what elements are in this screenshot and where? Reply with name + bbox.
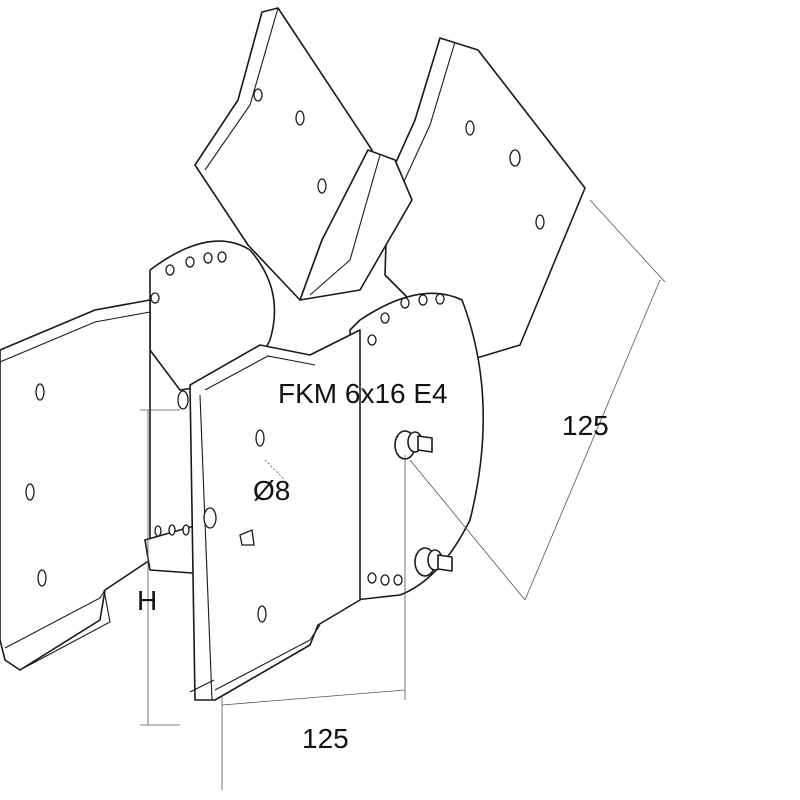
lower-front-tray xyxy=(177,329,403,701)
width-dimension-label: 125 xyxy=(302,723,349,754)
bolt-lower xyxy=(414,547,453,577)
length-dimension xyxy=(409,199,666,601)
hole-diameter-label: Ø8 xyxy=(253,475,290,506)
bolt-upper xyxy=(394,430,433,460)
length-dimension-label: 125 xyxy=(562,410,609,441)
height-label: H xyxy=(137,585,157,616)
height-dimension xyxy=(140,409,180,726)
bolt-spec-label: FKM 6x16 E4 xyxy=(278,378,448,409)
upper-channel xyxy=(299,149,413,301)
rear-pivot-plate xyxy=(149,240,276,391)
hole-leader xyxy=(264,459,286,481)
width-dimension xyxy=(221,455,406,790)
